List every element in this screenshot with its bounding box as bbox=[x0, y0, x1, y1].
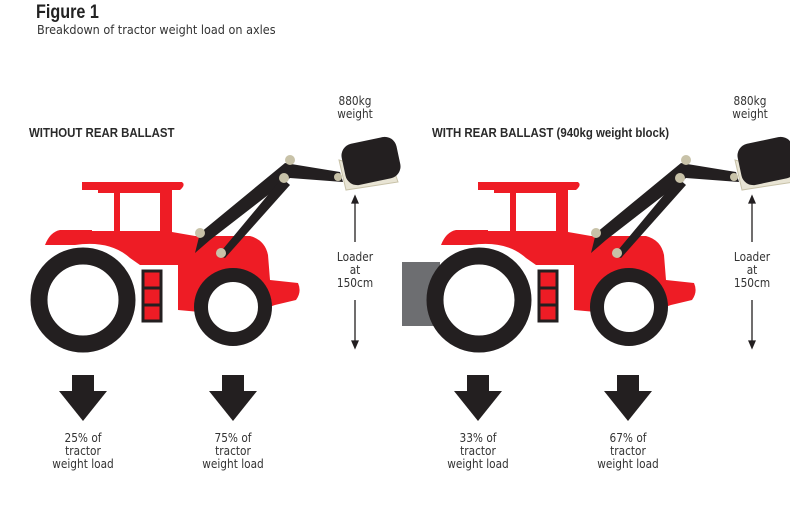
weight-label: 880kg weight bbox=[724, 95, 777, 121]
load-percent: 33% of bbox=[459, 431, 497, 445]
tractor-without-ballast bbox=[39, 134, 404, 344]
rear-axle-load-label: 25% of tractor weight load bbox=[48, 432, 118, 471]
load-text: weight load bbox=[447, 457, 509, 471]
figure-title: Figure 1 bbox=[36, 2, 99, 23]
rear-axle-load-label: 33% of tractor weight load bbox=[443, 432, 513, 471]
figure-subtitle: Breakdown of tractor weight load on axle… bbox=[37, 22, 276, 37]
weight-label: 880kg weight bbox=[329, 95, 382, 121]
loader-label: Loader at 150cm bbox=[329, 251, 382, 290]
rear-axle-load-arrow bbox=[59, 375, 107, 421]
load-text: weight load bbox=[52, 457, 114, 471]
load-text: tractor bbox=[65, 444, 101, 458]
panel-heading-without-ballast: WITHOUT REAR BALLAST bbox=[29, 125, 175, 140]
load-text: weight load bbox=[597, 457, 659, 471]
load-text: tractor bbox=[610, 444, 646, 458]
weight-value: 880kg bbox=[338, 94, 372, 108]
loader-text: Loader bbox=[336, 250, 374, 264]
loader-height: 150cm bbox=[733, 276, 771, 290]
load-text: tractor bbox=[460, 444, 496, 458]
loader-height-arrow bbox=[351, 194, 359, 350]
weight-text: weight bbox=[732, 107, 768, 121]
loader-height-arrow bbox=[748, 194, 756, 350]
front-axle-load-arrow bbox=[209, 375, 257, 421]
load-percent: 67% of bbox=[609, 431, 647, 445]
load-text: weight load bbox=[202, 457, 264, 471]
load-percent: 25% of bbox=[64, 431, 102, 445]
tractor-with-ballast bbox=[402, 134, 790, 344]
rear-axle-load-arrow bbox=[454, 375, 502, 421]
loader-height: 150cm bbox=[336, 276, 374, 290]
front-axle-load-label: 67% of tractor weight load bbox=[593, 432, 663, 471]
loader-text: at bbox=[746, 263, 758, 277]
weight-bale bbox=[338, 134, 404, 191]
weight-text: weight bbox=[337, 107, 373, 121]
panel-heading-with-ballast: WITH REAR BALLAST (940kg weight block) bbox=[432, 125, 670, 140]
loader-label: Loader at 150cm bbox=[726, 251, 779, 290]
load-text: tractor bbox=[215, 444, 251, 458]
loader-text: at bbox=[349, 263, 361, 277]
loader-text: Loader bbox=[733, 250, 771, 264]
front-axle-load-label: 75% of tractor weight load bbox=[198, 432, 268, 471]
load-percent: 75% of bbox=[214, 431, 252, 445]
front-axle-load-arrow bbox=[604, 375, 652, 421]
weight-value: 880kg bbox=[733, 94, 767, 108]
weight-bale bbox=[734, 134, 790, 191]
